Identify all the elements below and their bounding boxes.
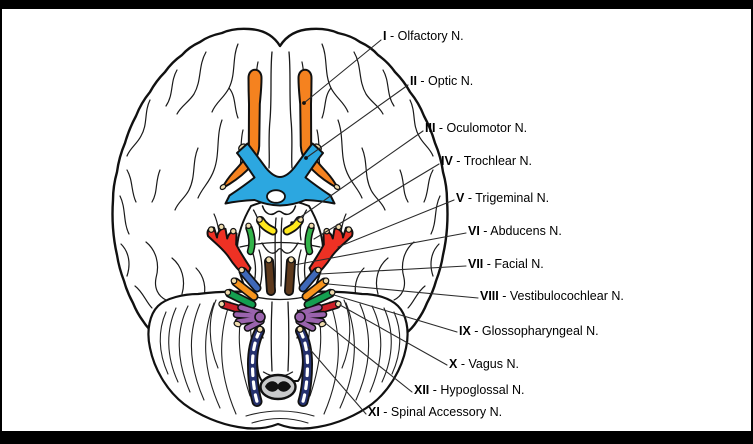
spinal-accessory-stump — [296, 325, 304, 333]
label-olfactory: I - Olfactory N. — [383, 29, 464, 43]
label-oculomotor: III - Oculomotor N. — [425, 121, 527, 135]
label-vestibulocochlear-name: - Vestibulocochlear N. — [498, 289, 624, 303]
glossopharyngeal-stump — [328, 289, 336, 296]
leader-line-X — [339, 304, 448, 366]
spinal-cord-section — [259, 373, 297, 401]
facial-stump — [314, 266, 322, 274]
label-optic-numeral: II — [410, 74, 417, 88]
label-spinal-accessory-numeral: XI — [368, 405, 380, 419]
label-spinal-accessory-name: - Spinal Accessory N. — [379, 405, 503, 419]
label-facial: VII - Facial N. — [468, 257, 544, 271]
label-oculomotor-numeral: III — [425, 121, 436, 135]
trochlear-stump — [308, 222, 315, 229]
abducens-nerve — [284, 256, 296, 296]
leader-line-VI — [293, 232, 467, 266]
label-abducens-numeral: VI — [468, 224, 480, 238]
glossopharyngeal-nerve — [303, 288, 336, 309]
leader-line-IV — [313, 163, 440, 240]
label-hypoglossal-numeral: XII — [414, 383, 430, 397]
cerebellum-folia-center — [245, 410, 315, 424]
hypoglossal-nerve — [294, 303, 328, 332]
label-hypoglossal: XII - Hypoglossal N. — [414, 383, 524, 397]
leader-dot-I — [302, 101, 306, 105]
vestibulocochlear-nerve — [301, 277, 330, 301]
label-trochlear-name: - Trochlear N. — [452, 154, 532, 168]
label-trigeminal-name: - Trigeminal N. — [464, 191, 550, 205]
olfactory-stump — [333, 183, 341, 191]
facial-nerve — [298, 266, 322, 293]
longitudinal-fissure — [268, 51, 293, 169]
frame-left — [0, 0, 2, 444]
leader-lines — [290, 39, 479, 415]
label-olfactory-numeral: I — [383, 29, 387, 43]
label-glossopharyngeal-numeral: IX — [459, 324, 471, 338]
label-oculomotor-name: - Oculomotor N. — [435, 121, 528, 135]
label-facial-numeral: VII — [468, 257, 484, 271]
leader-line-IX — [333, 294, 458, 333]
leader-line-VIII — [327, 283, 479, 299]
leader-line-XII — [323, 321, 413, 393]
label-hypoglossal-name: - Hypoglossal N. — [429, 383, 525, 397]
label-trigeminal-numeral: V — [456, 191, 465, 205]
spinal-accessory-nerve — [295, 325, 314, 407]
label-vestibulocochlear-numeral: VIII — [480, 289, 499, 303]
label-optic-name: - Optic N. — [416, 74, 474, 88]
label-vagus-name: - Vagus N. — [457, 357, 519, 371]
abducens-stump — [287, 256, 295, 264]
label-glossopharyngeal: IX - Glossopharyngeal N. — [459, 324, 599, 338]
leader-dot-III — [290, 221, 294, 225]
label-olfactory-name: - Olfactory N. — [386, 29, 464, 43]
label-glossopharyngeal-name: - Glossopharyngeal N. — [470, 324, 599, 338]
spinal-cord-gray-matter — [265, 381, 291, 392]
leader-line-VII — [319, 265, 467, 275]
trigeminal-stump — [345, 226, 353, 233]
frame-right — [751, 0, 753, 444]
hypoglossal-palm — [294, 311, 306, 323]
frame-top — [0, 0, 753, 9]
mammillary-bodies — [261, 205, 297, 216]
label-spinal-accessory: XI - Spinal Accessory N. — [368, 405, 502, 419]
leader-dot-II — [304, 156, 308, 160]
label-vagus-numeral: X — [449, 357, 458, 371]
trochlear-nerve — [304, 222, 315, 256]
label-trochlear: IV - Trochlear N. — [441, 154, 532, 168]
label-trochlear-numeral: IV — [441, 154, 453, 168]
label-vagus: X - Vagus N. — [449, 357, 519, 371]
label-vestibulocochlear: VIII - Vestibulocochlear N. — [480, 289, 624, 303]
label-facial-name: - Facial N. — [483, 257, 544, 271]
leader-line-V — [337, 199, 455, 248]
label-abducens-name: - Abducens N. — [479, 224, 562, 238]
leader-line-I — [303, 39, 382, 104]
infundibulum — [266, 189, 286, 204]
label-abducens: VI - Abducens N. — [468, 224, 562, 238]
vestibulocochlear-stump — [322, 277, 330, 285]
vagus-stump — [334, 300, 342, 308]
leader-line-XI — [307, 346, 367, 415]
leader-line-II — [305, 84, 409, 159]
leader-line-III — [291, 130, 424, 224]
label-trigeminal: V - Trigeminal N. — [456, 191, 549, 205]
frame-bottom — [0, 431, 753, 444]
label-optic: II - Optic N. — [410, 74, 473, 88]
